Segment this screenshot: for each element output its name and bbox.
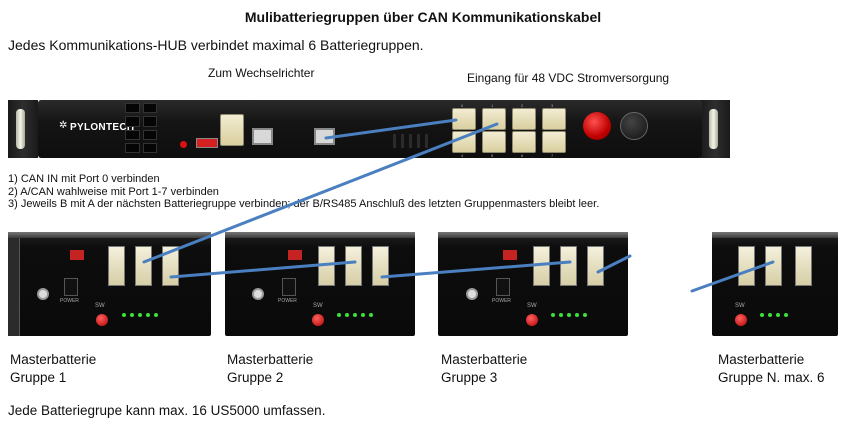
- diagram-title: Mulibatteriegruppen über CAN Kommunikati…: [244, 9, 602, 25]
- battery-2-connector: [252, 288, 264, 300]
- battery-n-led: [776, 313, 780, 317]
- group-caption-n: Masterbatterie Gruppe N. max. 6: [718, 352, 825, 385]
- hub-port-5: [482, 131, 506, 153]
- port-number-4: 4: [461, 153, 464, 158]
- battery-3-power-switch[interactable]: [496, 278, 510, 296]
- battery-1-led: [138, 313, 142, 317]
- battery-1-led: [146, 313, 150, 317]
- port-number-2: 2: [521, 103, 524, 108]
- battery-n-port-left: [738, 246, 755, 286]
- dip-switch[interactable]: [196, 138, 218, 148]
- port-number-6: 6: [521, 153, 524, 158]
- pylontech-logo-icon: ✲: [59, 120, 68, 131]
- hub-rs485-port: [252, 128, 273, 145]
- battery-3-led: [567, 313, 571, 317]
- battery-1-connector: [37, 288, 49, 300]
- battery-n-port-a-can: [765, 246, 782, 286]
- port-number-7: 7: [551, 153, 554, 158]
- battery-1-red-switch[interactable]: [70, 250, 84, 260]
- battery-3-led: [559, 313, 563, 317]
- battery-2-red-switch[interactable]: [288, 250, 302, 260]
- battery-2-power-label: POWER: [278, 298, 297, 304]
- power-input-label: Eingang für 48 VDC Stromversorgung: [467, 71, 670, 85]
- battery-2-led: [345, 313, 349, 317]
- instruction-3: 3) Jeweils B mit A der nächsten Batterie…: [8, 198, 600, 210]
- battery-1-power-label: POWER: [60, 298, 79, 304]
- port-number-5: 5: [491, 153, 494, 158]
- hub-right-handle: [709, 109, 718, 149]
- battery-1-port-b-rs485: [162, 246, 179, 286]
- group-caption-2: Masterbatterie Gruppe 2: [227, 352, 314, 385]
- reset-button[interactable]: [180, 141, 187, 148]
- battery-n-port-b-rs485: [795, 246, 812, 286]
- battery-2-port-a-can: [345, 246, 362, 286]
- instruction-list: 1) CAN IN mit Port 0 verbinden 2) A/CAN …: [8, 173, 599, 211]
- battery-2-port-left: [318, 246, 335, 286]
- battery-2-sw-label: SW: [313, 303, 323, 309]
- battery-3-led: [575, 313, 579, 317]
- battery-1-side: [8, 238, 20, 336]
- battery-2-port-b-rs485: [372, 246, 389, 286]
- hub-port-3: [542, 108, 566, 130]
- battery-1-sw-label: SW: [95, 303, 105, 309]
- diagram-subtitle: Jedes Kommunikations-HUB verbindet maxim…: [8, 37, 424, 53]
- inverter-label: Zum Wechselrichter: [208, 66, 315, 80]
- hub-left-handle: [16, 109, 25, 149]
- battery-3-port-b-rs485: [587, 246, 604, 286]
- battery-2-led: [369, 313, 373, 317]
- battery-3-connector: [466, 288, 478, 300]
- port-number-0: 0: [461, 103, 464, 108]
- battery-3-led: [551, 313, 555, 317]
- battery-n-led: [768, 313, 772, 317]
- battery-n-led: [784, 313, 788, 317]
- hub-port-1: [482, 108, 506, 130]
- hub-vents: [125, 103, 157, 153]
- battery-3-led: [583, 313, 587, 317]
- hub-inverter-port: [220, 114, 244, 146]
- instruction-2: 2) A/CAN wahlweise mit Port 1-7 verbinde…: [8, 185, 219, 198]
- instruction-1: 1) CAN IN mit Port 0 verbinden: [8, 173, 160, 185]
- battery-1-led: [130, 313, 134, 317]
- battery-1-port-a-can: [135, 246, 152, 286]
- battery-1-port-left: [108, 246, 125, 286]
- battery-1-led: [154, 313, 158, 317]
- battery-2-led: [337, 313, 341, 317]
- battery-1-sw-button[interactable]: [96, 314, 108, 326]
- hub-power-input-connector: [620, 112, 648, 140]
- group-caption-3: Masterbatterie Gruppe 3: [441, 352, 528, 385]
- hub-power-button[interactable]: [583, 112, 611, 140]
- battery-3-sw-label: SW: [527, 303, 537, 309]
- hub-port-2: [512, 108, 536, 130]
- battery-3-power-label: POWER: [492, 298, 511, 304]
- hub-can-in-port: [314, 128, 335, 145]
- group-caption-1: Masterbatterie Gruppe 1: [10, 352, 97, 385]
- hub-port-0: [452, 108, 476, 130]
- battery-2-sw-button[interactable]: [312, 314, 324, 326]
- battery-n-led: [760, 313, 764, 317]
- hub-port-4: [452, 131, 476, 153]
- battery-3-red-switch[interactable]: [503, 250, 517, 260]
- battery-1-led: [122, 313, 126, 317]
- hub-port-6: [512, 131, 536, 153]
- hub-status-leds: [393, 134, 433, 148]
- port-number-1: 1: [491, 103, 494, 108]
- pylontech-logo: PYLONTECH: [70, 122, 135, 133]
- battery-3-sw-button[interactable]: [526, 314, 538, 326]
- battery-n-sw-label: SW: [735, 303, 745, 309]
- battery-3-port-left: [533, 246, 550, 286]
- battery-2-led: [353, 313, 357, 317]
- battery-3-port-a-can: [560, 246, 577, 286]
- footer-note: Jede Batteriegrupe kann max. 16 US5000 u…: [8, 403, 326, 418]
- battery-1-power-switch[interactable]: [64, 278, 78, 296]
- battery-n-sw-button[interactable]: [735, 314, 747, 326]
- hub-port-7: [542, 131, 566, 153]
- battery-2-power-switch[interactable]: [282, 278, 296, 296]
- port-number-3: 3: [551, 103, 554, 108]
- battery-2-led: [361, 313, 365, 317]
